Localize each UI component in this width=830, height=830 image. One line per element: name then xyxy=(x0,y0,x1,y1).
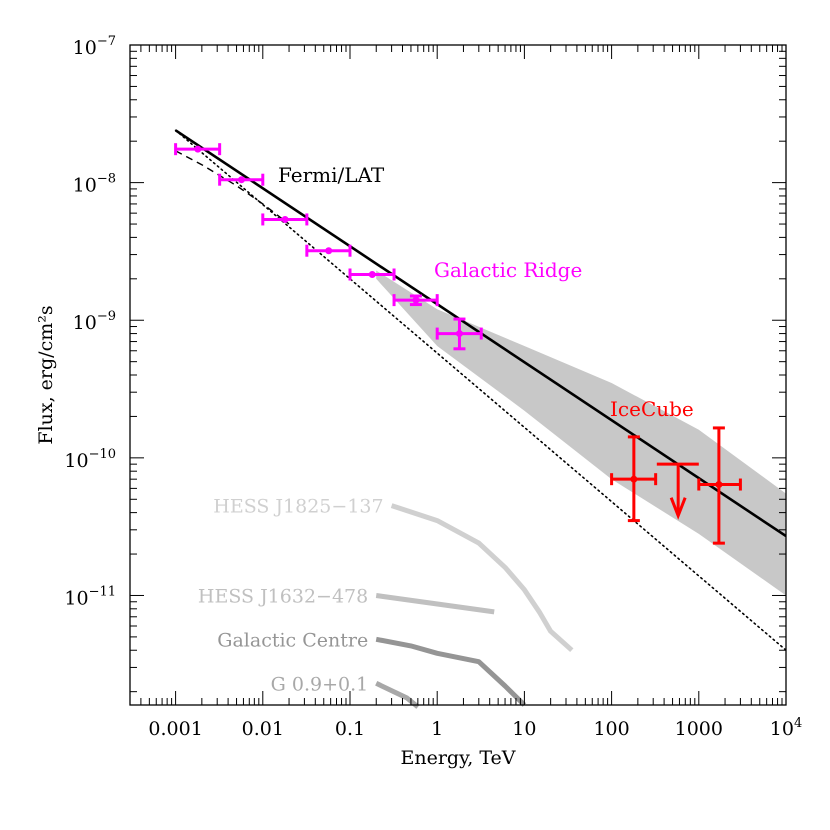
data-points-layer xyxy=(174,143,742,545)
galactic-ridge-marker xyxy=(455,330,463,338)
model-lines-layer xyxy=(174,129,786,651)
uncertainty-band xyxy=(376,270,786,596)
icecube-upper-limit-arrowhead xyxy=(669,497,687,520)
y-axis-label: Flux, erg/cm²s xyxy=(35,305,57,444)
icecube-marker xyxy=(715,481,723,489)
x-tick-label: 1 xyxy=(431,718,443,740)
source-curve-galactic-centre xyxy=(375,636,527,707)
annotation-icecube: IceCube xyxy=(610,397,694,421)
icecube-point xyxy=(697,426,742,545)
x-axis-label: Energy, TeV xyxy=(400,747,515,769)
galactic-ridge-point xyxy=(174,143,222,156)
galactic-ridge-point xyxy=(348,268,396,281)
y-tick-label: 10−11 xyxy=(64,584,116,609)
axes-layer: 0.001 0.01 0.1 1 10 100 1000 104 10−7 10−8 10−9 10−… xyxy=(35,34,802,769)
galactic-ridge-marker xyxy=(238,176,246,184)
x-tick-label: 104 xyxy=(770,716,802,740)
galactic-ridge-marker xyxy=(194,145,202,153)
galactic-ridge-marker xyxy=(325,247,333,255)
dotted-model-line xyxy=(174,129,786,651)
x-tick-label: 1000 xyxy=(675,718,723,740)
dashed-model-line xyxy=(175,150,290,225)
galactic-ridge-point xyxy=(435,317,483,351)
x-tick-label: 0.1 xyxy=(335,718,365,740)
x-tick-label: 0.001 xyxy=(148,718,202,740)
icecube-upper-limit xyxy=(656,462,699,520)
galactic-ridge-marker xyxy=(281,215,289,223)
source-label-galactic-centre: Galactic Centre xyxy=(217,629,368,651)
x-tick-label: 100 xyxy=(593,718,629,740)
galactic-ridge-point xyxy=(261,213,309,226)
galactic-ridge-point xyxy=(218,173,265,186)
y-tick-label: 10−8 xyxy=(73,172,116,197)
annotation-fermi-lat: Fermi/LAT xyxy=(278,163,385,187)
x-tick-label: 10 xyxy=(512,718,536,740)
y-tick-label: 10−7 xyxy=(73,34,116,59)
source-curve-g-0-9-0-1 xyxy=(375,681,420,709)
source-curves-layer xyxy=(375,503,574,709)
galactic-ridge-marker xyxy=(412,296,420,304)
source-label-hess-j1825-137: HESS J1825−137 xyxy=(213,496,383,518)
galactic-ridge-point xyxy=(305,244,352,257)
galactic-ridge-point xyxy=(392,294,439,307)
icecube-point xyxy=(610,435,658,523)
source-label-g-0-9-0-1: G 0.9+0.1 xyxy=(271,673,369,695)
y-tick-label: 10−10 xyxy=(64,447,116,472)
source-curve-hess-j1632-478 xyxy=(375,593,495,615)
source-curve-hess-j1825-137 xyxy=(390,503,574,653)
y-tick-label: 10−9 xyxy=(73,309,116,334)
icecube-marker xyxy=(630,475,638,483)
uncertainty-band-layer xyxy=(376,270,786,596)
x-tick-label: 0.01 xyxy=(242,718,284,740)
annotation-galactic-ridge: Galactic Ridge xyxy=(434,258,582,282)
galactic-ridge-marker xyxy=(368,270,376,278)
source-label-hess-j1632-478: HESS J1632−478 xyxy=(198,585,368,607)
